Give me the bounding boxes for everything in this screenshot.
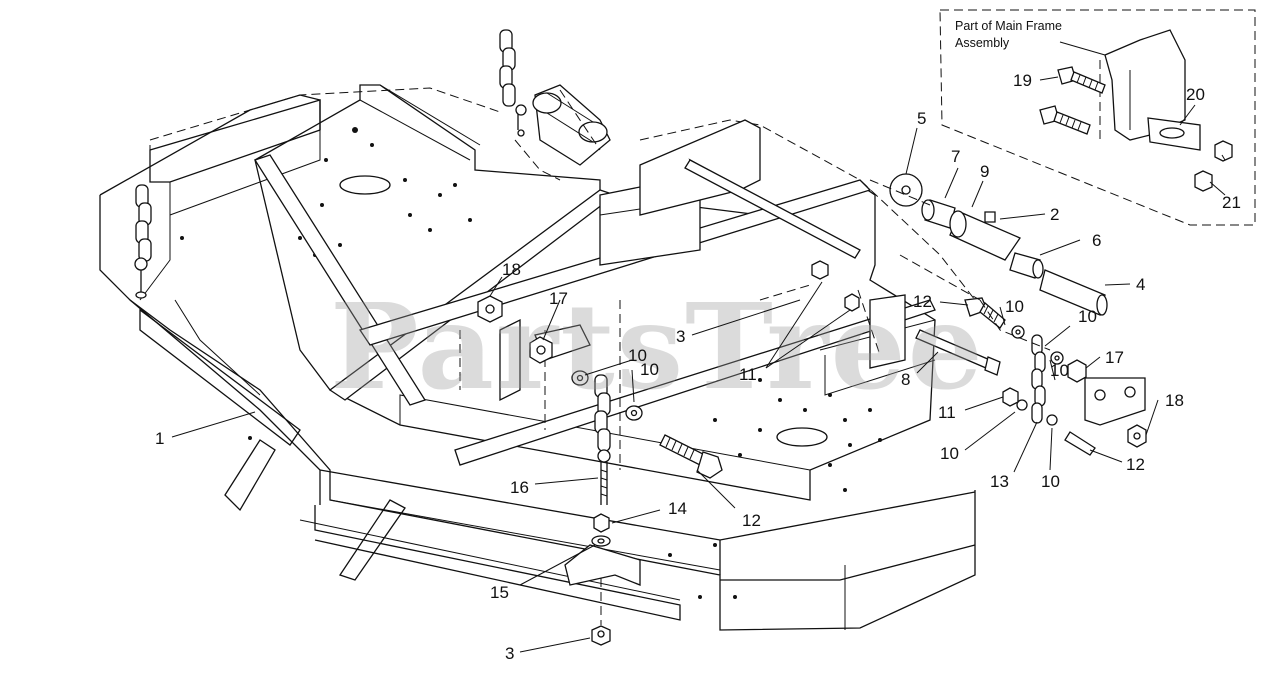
callout-1: 1 (155, 429, 164, 448)
plate-holes (298, 127, 882, 492)
callout-12: 12 (742, 511, 761, 530)
callout-8: 8 (901, 370, 910, 389)
callout-5: 5 (917, 109, 926, 128)
callout-21: 21 (1222, 193, 1241, 212)
chain-center (594, 374, 611, 463)
leader-lines (171, 76, 1226, 653)
watermark-text: PartsTree (330, 277, 985, 416)
callout-10: 10 (940, 444, 959, 463)
callout-17: 17 (549, 289, 568, 308)
callout-15: 15 (490, 583, 509, 602)
callout-4: 4 (1136, 275, 1145, 294)
callout-7: 7 (951, 147, 960, 166)
callout-13: 13 (990, 472, 1009, 491)
callout-10: 10 (1005, 297, 1024, 316)
callout-3: 3 (676, 327, 685, 346)
callout-10: 10 (640, 360, 659, 379)
callout-20: 20 (1186, 85, 1205, 104)
hardware-center (477, 295, 723, 646)
hardware-right (684, 159, 1147, 456)
callout-17: 17 (1105, 348, 1124, 367)
callout-14: 14 (668, 499, 687, 518)
callout-10: 10 (628, 346, 647, 365)
callout-9: 9 (980, 162, 989, 181)
callout-16: 16 (510, 478, 529, 497)
inset-label-line2: Assembly (955, 36, 1010, 50)
inset-label-line1: Part of Main Frame (955, 19, 1062, 33)
callout-6: 6 (1092, 231, 1101, 250)
chain-right (1031, 334, 1046, 424)
callout-3: 3 (505, 644, 514, 663)
callout-12: 12 (1126, 455, 1145, 474)
chain-left (134, 184, 152, 299)
inset-main-frame: Part of Main Frame Assembly (939, 9, 1256, 226)
callout-10: 10 (1050, 361, 1069, 380)
callout-18: 18 (502, 260, 521, 279)
callout-10: 10 (1078, 307, 1097, 326)
chain-top (499, 29, 527, 137)
callout-11: 11 (938, 403, 956, 422)
callout-12: 12 (913, 292, 932, 311)
callout-labels: 1 2 3 3 4 5 6 7 8 9 10 10 10 10 10 10 10… (155, 71, 1241, 663)
callout-19: 19 (1013, 71, 1032, 90)
callout-11: 11 (739, 365, 757, 384)
callout-10: 10 (1041, 472, 1060, 491)
mower-deck (99, 87, 976, 631)
callout-18: 18 (1165, 391, 1184, 410)
callout-2: 2 (1050, 205, 1059, 224)
